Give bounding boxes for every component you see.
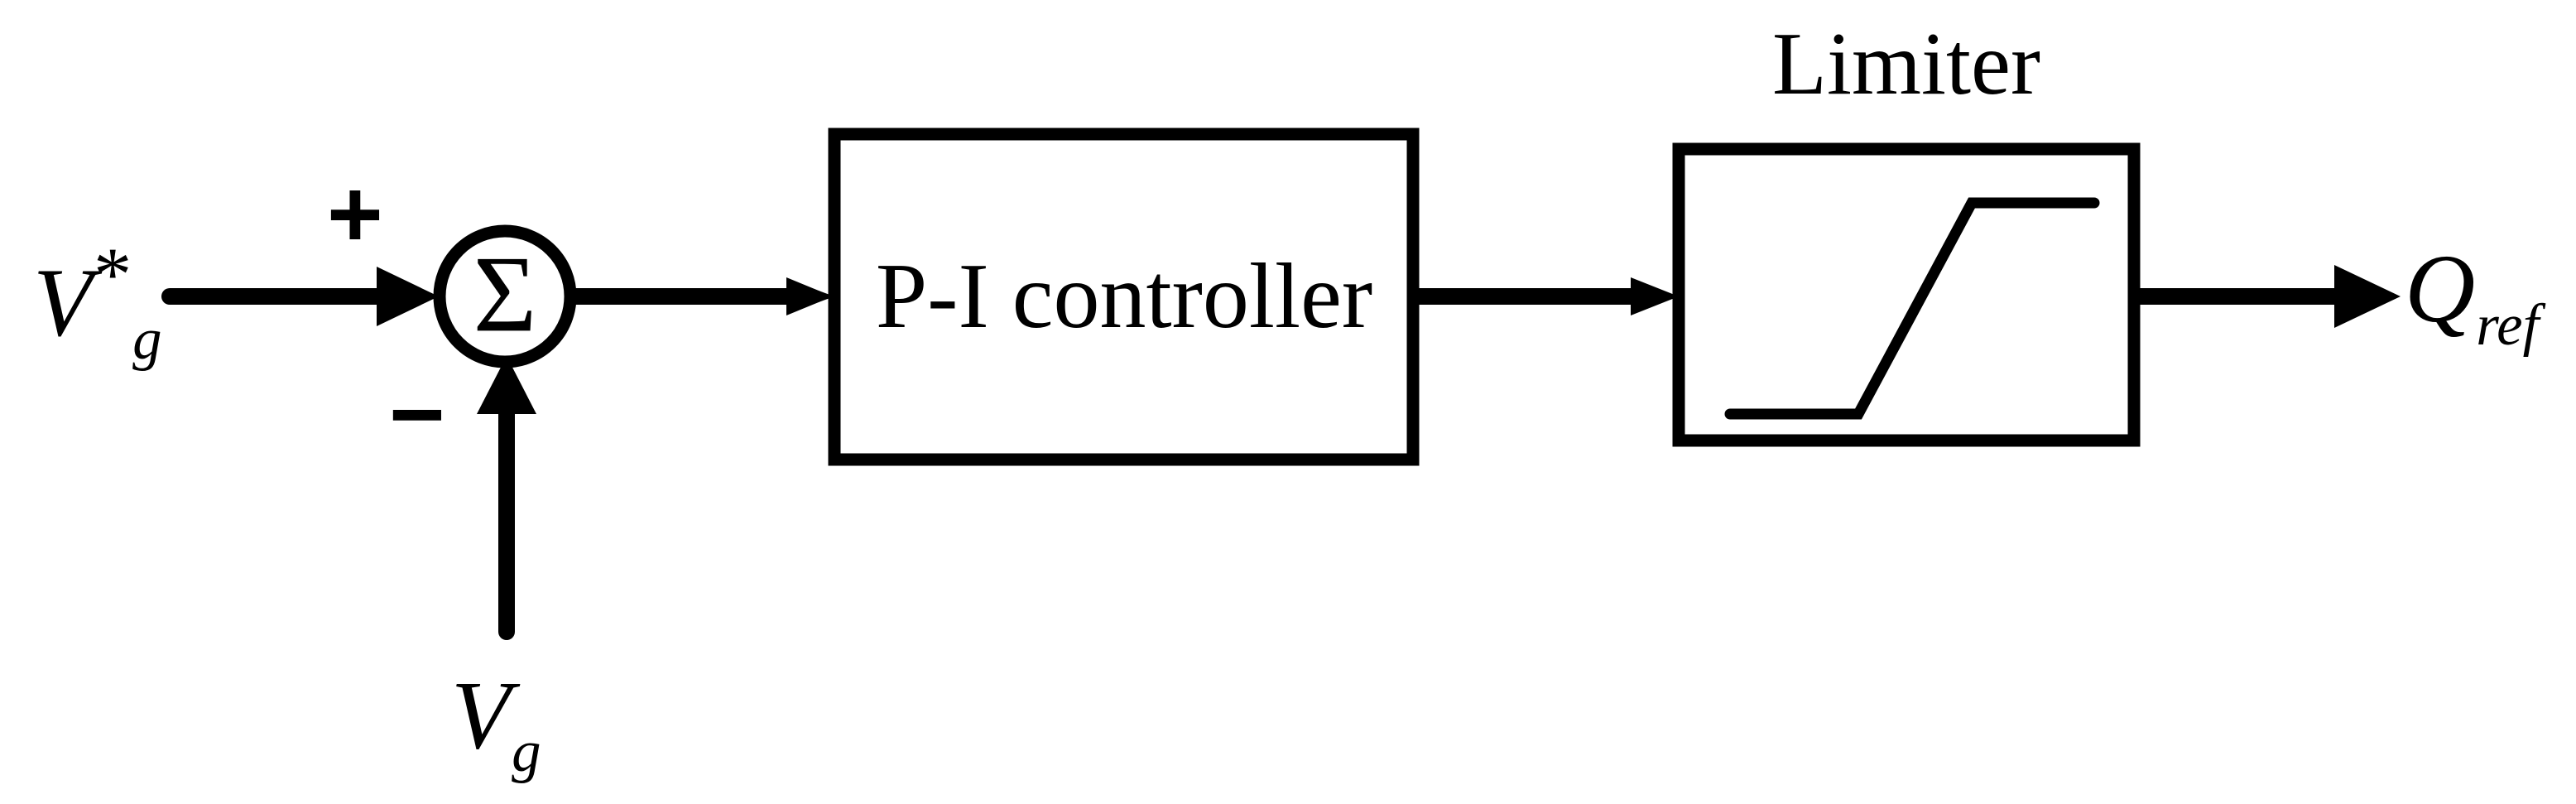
plus-sign-label: + [327, 160, 383, 267]
output-signal-label: Qref [2405, 240, 2539, 355]
saturation-curve-icon [1724, 197, 2100, 420]
pi-controller-block [828, 128, 1420, 466]
measured-voltage-subscript: g [512, 720, 541, 785]
reference-voltage-subscript: g [132, 306, 162, 372]
output-signal-base: Q [2405, 234, 2476, 343]
qref-output-arrow [2134, 265, 2401, 328]
limiter-block [1672, 142, 2141, 447]
minus-sign-label: − [389, 360, 445, 468]
reference-voltage-base: V [33, 248, 94, 357]
output-signal-subscript: ref [2476, 293, 2540, 359]
limiter-caption-label: Limiter [1772, 15, 2040, 113]
reference-voltage-superscript: * [94, 232, 132, 316]
controller-output-arrow [1413, 277, 1679, 315]
measured-voltage-label: Vg [451, 667, 541, 782]
reference-voltage-label: V*g [33, 236, 162, 368]
pi-controller-label: P-I controller [875, 245, 1373, 348]
summing-junction-sigma: Σ [473, 233, 537, 355]
reference-input-arrow [161, 267, 439, 326]
feedback-input-arrow [477, 356, 536, 640]
measured-voltage-base: V [451, 661, 512, 769]
error-signal-arrow [570, 277, 834, 315]
